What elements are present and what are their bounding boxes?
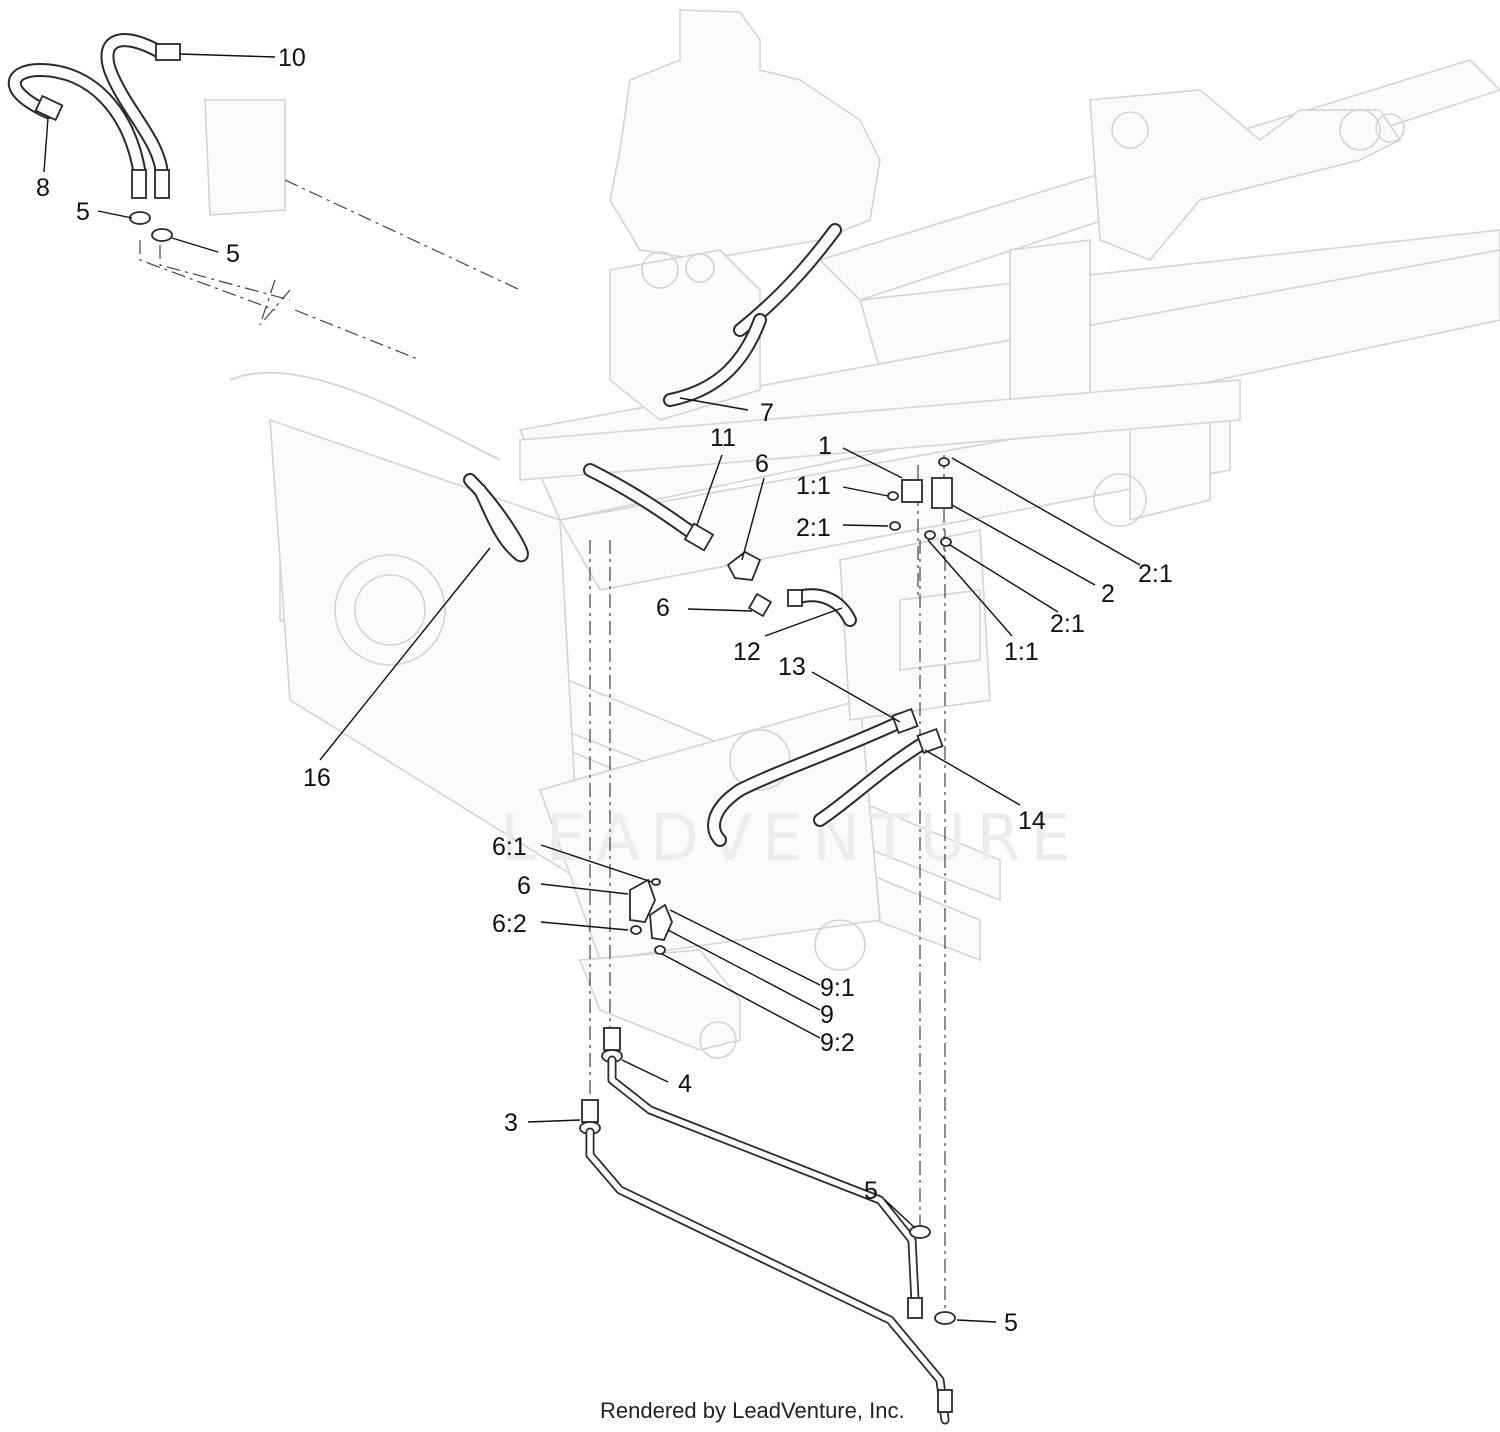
callout-5: 5 xyxy=(76,198,90,226)
elbow-fitting-6-upper xyxy=(726,550,762,581)
callout-1-1: 1:1 xyxy=(1004,638,1039,666)
elbow-fitting-9 xyxy=(649,903,673,955)
callout-13: 13 xyxy=(778,653,806,681)
callout-10: 10 xyxy=(278,44,306,72)
callout-3: 3 xyxy=(504,1109,518,1137)
callout-11: 11 xyxy=(710,424,736,452)
tee-fitting-2 xyxy=(924,457,953,547)
nut-5-lower xyxy=(909,1225,956,1325)
hose-10 xyxy=(100,33,181,199)
callout-2-1: 2:1 xyxy=(796,514,831,542)
nut-5-upper-left xyxy=(129,211,173,242)
callout-5: 5 xyxy=(1004,1309,1018,1337)
hose-13 xyxy=(707,707,919,847)
callout-2-1: 2:1 xyxy=(1138,560,1173,588)
callout-9-2: 9:2 xyxy=(820,1029,855,1057)
callout-6: 6 xyxy=(755,450,769,478)
callout-6: 6 xyxy=(517,872,531,900)
tee-fitting-1 xyxy=(887,479,923,531)
callout-9-1: 9:1 xyxy=(820,974,855,1002)
callout-6-1: 6:1 xyxy=(492,833,527,861)
callout-14: 14 xyxy=(1018,807,1046,835)
hose-12 xyxy=(747,588,857,627)
callout-1: 1 xyxy=(818,432,832,460)
assembly-centerlines xyxy=(139,179,946,1320)
hose-16 xyxy=(463,473,529,563)
hose-11 xyxy=(583,463,715,552)
background-machinery: LEADVENTURE xyxy=(204,9,1500,1059)
callout-7: 7 xyxy=(760,399,774,427)
callout-2-1: 2:1 xyxy=(1050,610,1085,638)
callout-5: 5 xyxy=(864,1177,878,1205)
callout-12: 12 xyxy=(733,638,761,666)
callout-5: 5 xyxy=(226,240,240,268)
tube-3 xyxy=(579,1099,953,1425)
callout-6: 6 xyxy=(656,594,670,622)
callout-labels: 10 8 5 5 7 11 6 1 1:1 2:1 2:1 2 2:1 1:1 … xyxy=(36,44,1173,1337)
footer-credit: Rendered by LeadVenture, Inc. xyxy=(600,1398,905,1423)
hose-8 xyxy=(7,62,147,199)
watermark-text: LEADVENTURE xyxy=(500,802,1081,876)
callout-2: 2 xyxy=(1101,580,1115,608)
tube-4 xyxy=(601,1027,923,1319)
hose-14 xyxy=(813,727,944,827)
leader-lines xyxy=(43,53,1141,1323)
callout-9: 9 xyxy=(820,1001,834,1029)
callout-16: 16 xyxy=(303,764,331,792)
callout-4: 4 xyxy=(678,1070,692,1098)
callout-6-2: 6:2 xyxy=(492,910,527,938)
hose-7 xyxy=(663,223,842,407)
callout-8: 8 xyxy=(36,174,50,202)
callout-1-1: 1:1 xyxy=(796,472,831,500)
